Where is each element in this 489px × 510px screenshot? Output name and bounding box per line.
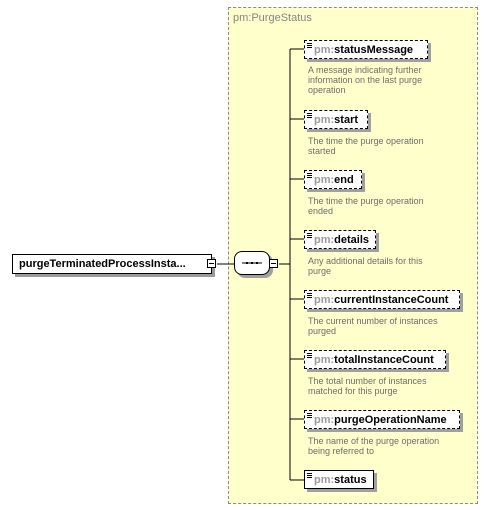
child-element-label: pm:end (314, 174, 354, 186)
child-element-label: pm:purgeOperationName (314, 414, 447, 426)
child-element-label: pm:statusMessage (314, 44, 414, 56)
element-doc-icon (307, 43, 312, 48)
child-element-purgeOperationName[interactable]: pm:purgeOperationName (304, 410, 460, 429)
child-element-statusMessage[interactable]: pm:statusMessage (304, 40, 428, 59)
child-element-label: pm:status (314, 474, 367, 486)
child-element-label: pm:currentInstanceCount (314, 294, 449, 306)
element-doc-icon (307, 173, 312, 178)
child-element-status[interactable]: pm:status (304, 470, 374, 489)
element-doc-icon (307, 353, 312, 358)
child-element-label: pm:totalInstanceCount (314, 354, 434, 366)
child-element-label: pm:details (314, 234, 370, 246)
child-element-details[interactable]: pm:details (304, 230, 376, 249)
child-element-currentInstanceCount[interactable]: pm:currentInstanceCount (304, 290, 460, 309)
child-element-start[interactable]: pm:start (304, 110, 368, 129)
sequence-icon (242, 262, 262, 264)
element-doc-icon (307, 473, 312, 478)
sequence-collapse-icon[interactable] (269, 259, 278, 268)
type-title: pm:PurgeStatus (233, 12, 312, 24)
element-doc-icon (307, 413, 312, 418)
child-element-totalInstanceCount[interactable]: pm:totalInstanceCount (304, 350, 446, 369)
child-element-label: pm:start (314, 114, 359, 126)
root-collapse-icon[interactable] (207, 259, 216, 268)
root-element[interactable]: purgeTerminatedProcessInsta... (12, 254, 212, 274)
root-element-label: purgeTerminatedProcessInsta... (19, 258, 186, 270)
child-element-end[interactable]: pm:end (304, 170, 362, 189)
sequence-compositor (234, 251, 270, 275)
element-doc-icon (307, 233, 312, 238)
element-doc-icon (307, 113, 312, 118)
element-doc-icon (307, 293, 312, 298)
